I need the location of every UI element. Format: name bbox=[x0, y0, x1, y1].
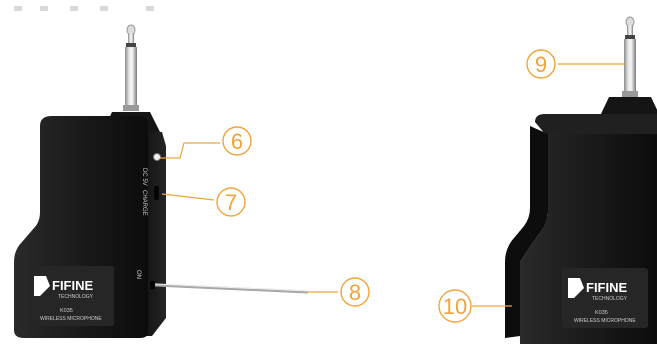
watermark bbox=[14, 6, 154, 11]
desc-text: WIRELESS MICROPHONE bbox=[40, 316, 102, 322]
callout-8: 8 bbox=[341, 278, 369, 306]
usb-port bbox=[154, 186, 159, 200]
side-label-dc: DC 5V bbox=[141, 168, 147, 186]
side-label-charge: CHARGE bbox=[141, 190, 147, 216]
callout-10-label: 10 bbox=[443, 294, 467, 319]
antenna-rod bbox=[155, 285, 308, 292]
brand-sub-text: TECHNOLOGY bbox=[58, 294, 94, 300]
jack-plug-right bbox=[600, 17, 657, 116]
brand-sub-text-back: TECHNOLOGY bbox=[592, 296, 628, 302]
callout-7-label: 7 bbox=[225, 190, 237, 215]
callout-6: 6 bbox=[223, 127, 251, 155]
brand-text-back: FIFINE bbox=[586, 280, 627, 295]
callout-10: 10 bbox=[439, 290, 471, 322]
desc-text-back: WIRELESS MICROPHONE bbox=[574, 318, 636, 324]
led-indicator bbox=[154, 154, 161, 161]
callout-8-label: 8 bbox=[349, 280, 361, 305]
callout-9: 9 bbox=[527, 50, 555, 78]
callout-9-label: 9 bbox=[535, 52, 547, 77]
jack-plug-left bbox=[103, 25, 160, 132]
model-text-back: K035 bbox=[595, 310, 608, 316]
side-label-on: ON bbox=[135, 270, 141, 279]
top-face bbox=[535, 114, 657, 134]
transmitter-front: FIFINE TECHNOLOGY K035 WIRELESS MICROPHO… bbox=[14, 25, 308, 338]
model-text: K035 bbox=[60, 308, 73, 314]
callout-6-label: 6 bbox=[231, 129, 243, 154]
callout-7: 7 bbox=[217, 188, 245, 216]
brand-text: FIFINE bbox=[52, 278, 93, 293]
